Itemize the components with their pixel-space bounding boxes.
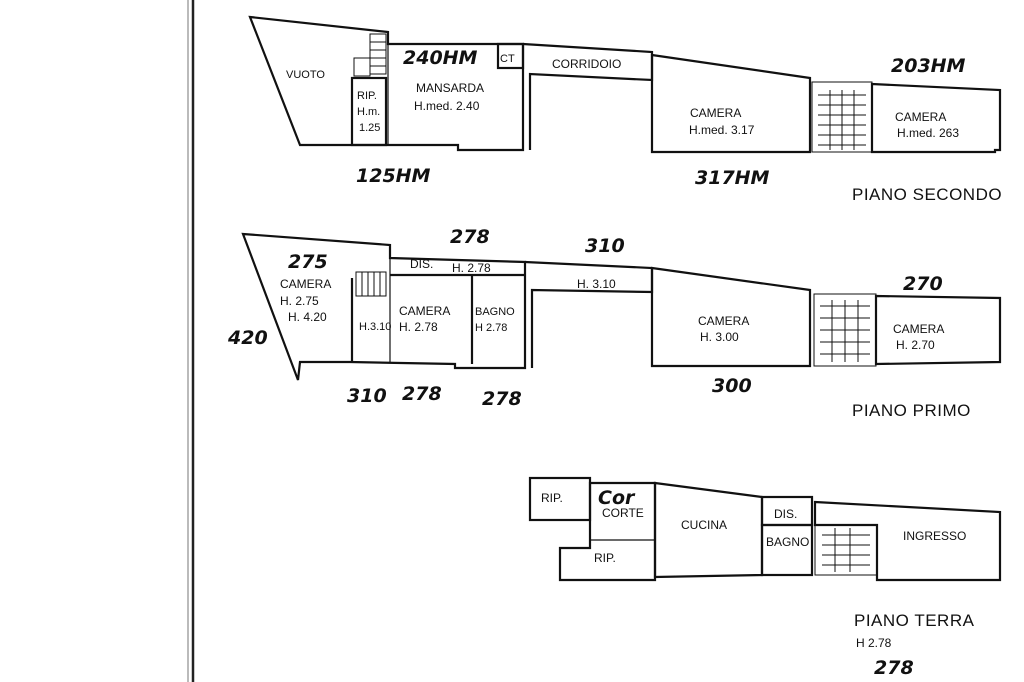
label-rip-ground-bottom: RIP. [594,551,616,565]
second-floor-plan [248,15,1002,154]
label-corridor-first-h: H. 3.10 [577,277,616,291]
label-h310-small: H.3.10 [359,321,391,333]
label-mansarda: MANSARDA [416,81,484,95]
handwritten-275: 275 [288,251,328,273]
room-ct [496,42,525,70]
label-vuoto: VUOTO [286,69,325,81]
label-camera-second-2: CAMERA [895,110,946,124]
label-camera-second-1-h: H.med. 3.17 [689,123,755,137]
label-bagno-first: BAGNO [475,306,515,318]
handwritten-300: 300 [712,375,752,397]
handwritten-420: 420 [227,327,268,349]
stairs-first-right [813,293,877,367]
handwritten-270: 270 [903,273,943,295]
floor-title-first: PIANO PRIMO [852,401,971,420]
label-camera-second-1: CAMERA [690,106,741,120]
handwritten-125: 125HM [356,165,431,187]
label-rip-second: RIP. [357,90,377,102]
label-rip-ground-top: RIP. [541,491,563,505]
ground-floor-plan [528,476,1002,582]
label-camera-first-d: CAMERA [893,322,944,336]
label-camera-first-d-h: H. 2.70 [896,338,935,352]
label-camera-first-b: CAMERA [399,304,450,318]
room-camera-first-c [650,266,812,368]
room-camera-second-1 [650,53,812,154]
room-bagno-ground [760,523,814,577]
handwritten-240: 240HM [403,47,478,69]
handwritten-317: 317HM [695,167,770,189]
label-cucina: CUCINA [681,518,727,532]
label-rip-h2: 1.25 [359,122,380,134]
room-camera-second-2 [870,82,1002,154]
room-camera-first-a [241,232,527,381]
handwritten-310-top: 310 [585,235,625,257]
label-bagno-ground: BAGNO [766,535,809,549]
handwritten-cor: Cor [598,487,636,509]
handwritten-203: 203HM [891,55,966,77]
room-ingresso [813,500,1002,582]
label-ct: CT [500,53,515,65]
label-camera-first-c-h: H. 3.00 [700,330,739,344]
label-camera-first-a-h2: H. 4.20 [288,310,327,324]
label-camera-first-b-h: H. 2.78 [399,320,438,334]
stairs-second-left [353,33,387,77]
label-camera-second-2-h: H.med. 263 [897,126,959,140]
label-corridoio: CORRIDOIO [552,57,621,71]
first-floor-plan [241,232,1002,381]
label-corte: CORTE [602,506,644,520]
label-camera-first-c: CAMERA [698,314,749,328]
label-dis-ground: DIS. [774,507,797,521]
stairs-first-left [355,271,387,297]
floor-title-second: PIANO SECONDO [852,185,1002,204]
floor-subtitle-ground: H 2.78 [856,636,892,650]
room-rip-second [350,76,388,147]
stairs-second-right [811,81,873,153]
label-mansarda-h: H.med. 2.40 [414,99,480,113]
handwritten-278-b2: 278 [482,388,522,410]
stairs-ground [814,524,878,576]
label-ingresso: INGRESSO [903,529,966,543]
label-rip-h1: H.m. [357,106,380,118]
handwritten-278-b1: 278 [402,383,442,405]
label-dis-first: DIS. [410,257,433,271]
handwritten-310-bottom: 310 [347,385,387,407]
handwritten-278-ground: 278 [874,657,914,679]
floor-title-ground: PIANO TERRA [854,611,975,630]
label-camera-first-a: CAMERA [280,277,331,291]
label-camera-first-a-h1: H. 2.75 [280,294,319,308]
handwritten-278-top: 278 [450,226,490,248]
label-bagno-first-h: H 2.78 [475,322,507,334]
room-camera-first-d [874,294,1002,366]
label-dis-first-h: H. 2.78 [452,261,491,275]
